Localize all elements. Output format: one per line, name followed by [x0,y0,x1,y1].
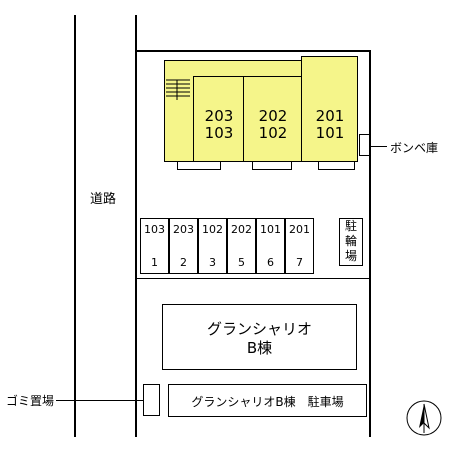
road-label: 道路 [90,192,117,207]
parking-space-room: 203 [173,223,194,236]
balcony [252,161,292,170]
parking-space-number: 6 [267,256,274,269]
building-b [162,304,357,370]
parking-space-number: 7 [296,256,303,269]
lot-top-edge [136,50,371,52]
garbage-leader-line [56,400,144,401]
parking-space-room: 101 [260,223,281,236]
building-b-parking-label: グランシャリオB棟 駐車場 [191,395,344,409]
parking-space-number: 1 [151,256,158,269]
building-b-parking [168,384,367,417]
parking-space-room: 202 [231,223,252,236]
road-right-edge [135,15,137,437]
parking-space: 101 6 [256,218,285,274]
building-b-name: グランシャリオ [206,320,312,338]
parking-space-number: 5 [238,256,245,269]
room-label-201-101: 201 101 [303,108,357,142]
bike-parking [339,218,363,266]
building-unit-203-103 [193,76,244,162]
parking-space-room: 102 [202,223,223,236]
bike-parking-label: 駐 輪 場 [344,219,357,263]
parking-space-number: 2 [180,256,187,269]
cylinder-label: ボンベ庫 [390,141,439,155]
room-lower: 102 [258,124,288,142]
north-arrow-icon [404,398,444,438]
parking-space: 202 5 [227,218,256,274]
parking-space: 103 1 [140,218,169,274]
balcony [318,161,355,170]
gas-cylinder-storage [359,134,370,156]
road-left-edge [74,15,76,437]
room-label-203-103: 203 103 [195,108,243,142]
lot-right-edge [369,50,371,437]
room-label-202-102: 202 102 [245,108,301,142]
parking-space-room: 201 [289,223,310,236]
parking-space: 201 7 [285,218,314,274]
lot-divider [136,278,370,279]
room-lower: 103 [204,124,234,142]
parking-space: 203 2 [169,218,198,274]
room-lower: 101 [315,124,345,142]
parking-space-room: 103 [144,223,165,236]
staircase-icon [166,78,190,100]
room-upper: 203 [204,107,234,125]
garbage-label: ゴミ置場 [6,394,55,408]
parking-space: 102 3 [198,218,227,274]
balcony [177,161,221,170]
parking-space-number: 3 [209,256,216,269]
garbage-area [143,384,160,416]
cylinder-leader-line [370,146,387,147]
building-b-wing: B棟 [246,339,273,357]
room-upper: 201 [315,107,345,125]
building-unit-201-101 [301,56,358,162]
room-upper: 202 [258,107,288,125]
